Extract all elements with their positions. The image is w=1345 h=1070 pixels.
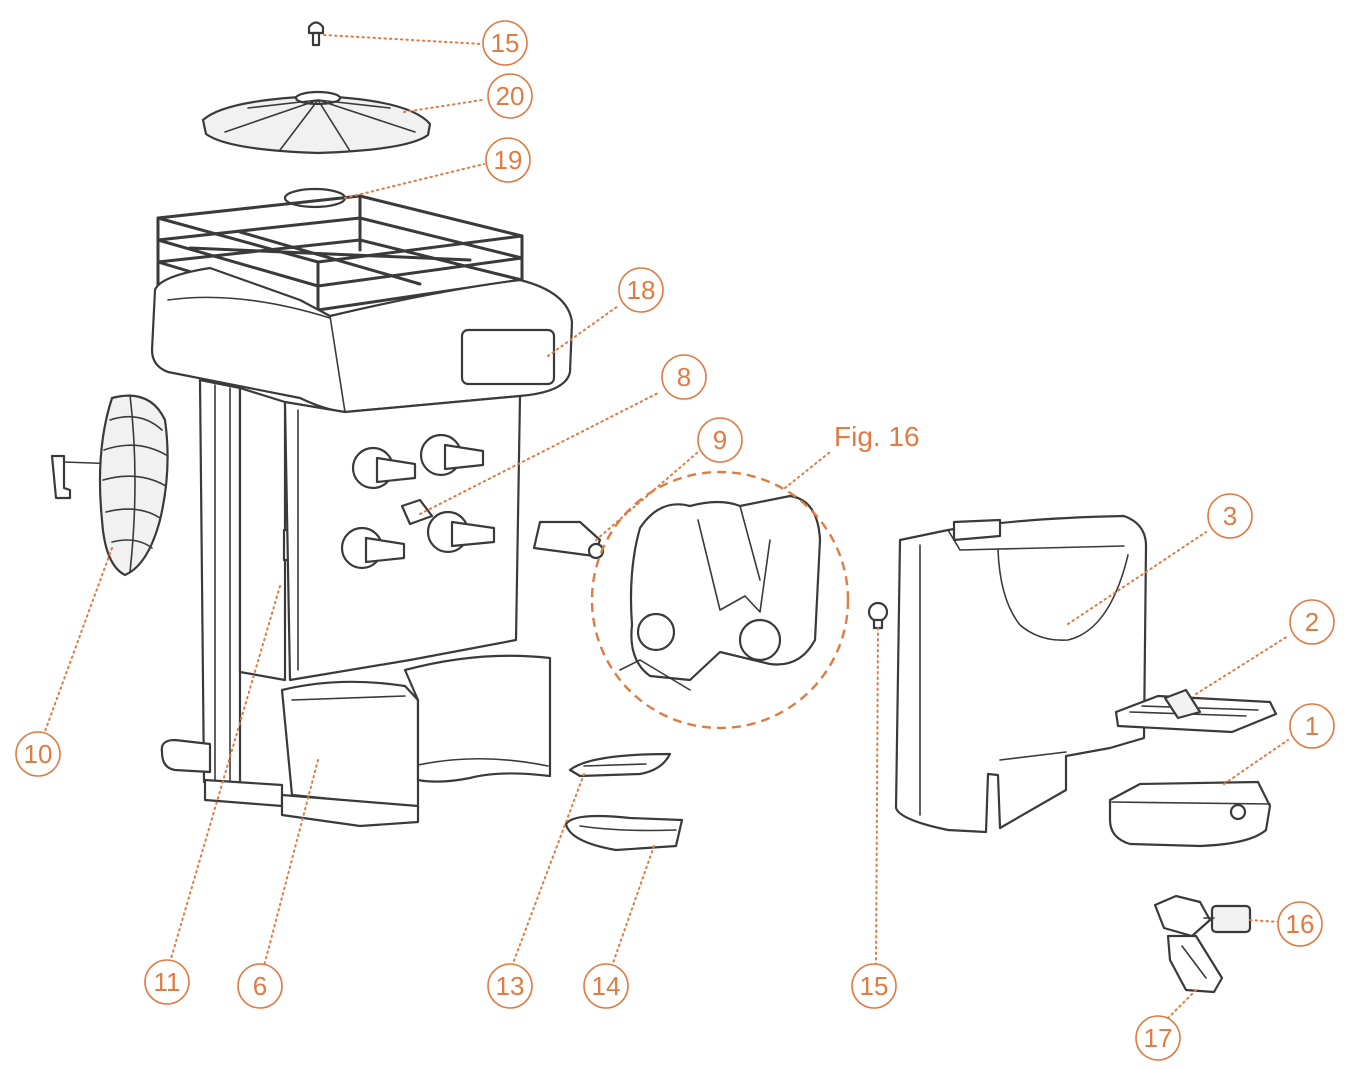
callout-2: 2 (1289, 599, 1335, 645)
svg-text:13: 13 (496, 971, 525, 1001)
seal-lower-part (564, 814, 684, 852)
spindle-group (340, 433, 496, 570)
callout-13: 13 (487, 963, 533, 1009)
svg-text:9: 9 (713, 425, 727, 455)
callout-20: 20 (487, 73, 533, 119)
switch-part (1153, 894, 1252, 938)
callout-15-bottom: 15 (851, 963, 897, 1009)
svg-text:10: 10 (24, 739, 53, 769)
main-body-part (150, 266, 574, 828)
svg-text:15: 15 (491, 28, 520, 58)
lid-part (201, 90, 432, 155)
callout-14: 14 (583, 963, 629, 1009)
svg-text:15: 15 (860, 971, 889, 1001)
seal-upper-part (568, 752, 672, 778)
callout-9: 9 (697, 417, 743, 463)
leader-lines (43, 34, 1289, 1019)
callout-6: 6 (237, 963, 283, 1009)
callout-18: 18 (618, 267, 664, 313)
lever-part (1166, 934, 1224, 994)
svg-text:16: 16 (1286, 909, 1315, 939)
fig-16-highlight-circle (590, 470, 850, 730)
drip-tray-part (1108, 780, 1272, 848)
knob-part-middle (867, 601, 889, 630)
callout-17: 17 (1135, 1015, 1181, 1061)
svg-text:8: 8 (677, 362, 691, 392)
svg-text:11: 11 (154, 967, 181, 997)
callout-16: 16 (1277, 901, 1323, 947)
callout-10: 10 (15, 731, 61, 777)
callout-15-top: 15 (482, 20, 528, 66)
svg-text:18: 18 (627, 275, 656, 305)
front-cover-part (894, 514, 1148, 834)
splash-guard-part (50, 394, 169, 577)
svg-text:6: 6 (253, 971, 267, 1001)
svg-text:17: 17 (1144, 1023, 1173, 1053)
callout-1: 1 (1289, 703, 1335, 749)
callout-3: 3 (1207, 493, 1253, 539)
svg-text:14: 14 (592, 971, 621, 1001)
fig-16-label: Fig. 16 (834, 421, 920, 452)
svg-text:20: 20 (496, 81, 525, 111)
svg-text:2: 2 (1305, 607, 1319, 637)
drip-grid-part (1114, 688, 1278, 734)
knob-part-top (307, 21, 325, 47)
svg-text:3: 3 (1223, 501, 1237, 531)
callout-11: 11 (144, 959, 190, 1005)
squeezer-assembly-part (619, 494, 822, 691)
callout-19: 19 (485, 137, 531, 183)
svg-text:19: 19 (494, 145, 523, 175)
bracket-part (532, 520, 605, 560)
svg-text:1: 1 (1305, 711, 1319, 741)
callout-8: 8 (661, 354, 707, 400)
